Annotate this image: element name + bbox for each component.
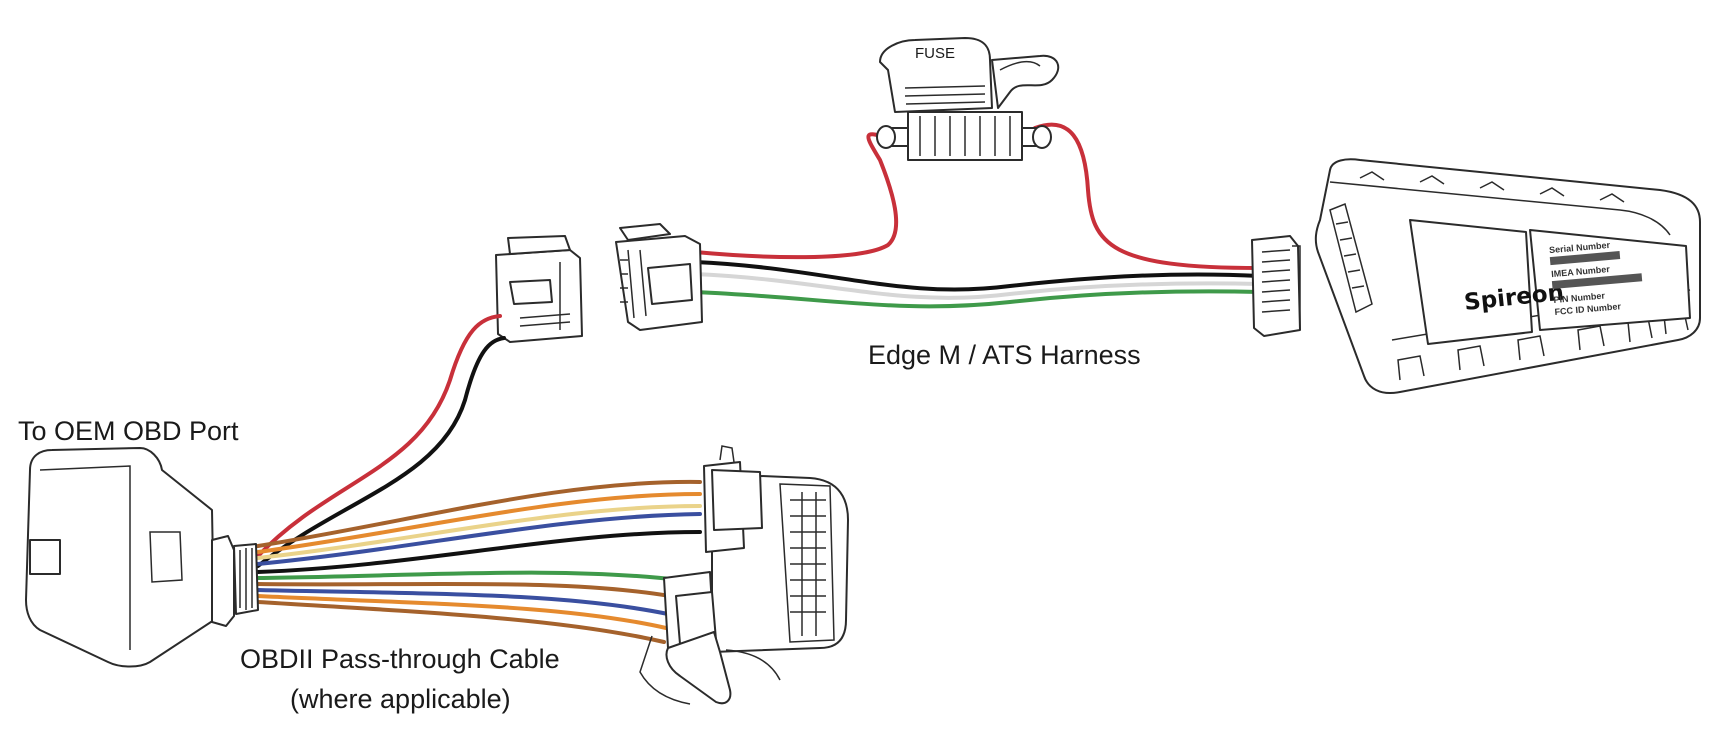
bundle-blue-1	[256, 512, 702, 566]
bundle-brown-1	[256, 479, 702, 548]
bundle-black-1	[256, 530, 702, 574]
black-ground-wire	[693, 260, 1262, 292]
harness-wires	[693, 122, 1262, 309]
passthrough-male-connector	[495, 235, 583, 343]
red-power-wire	[693, 132, 902, 260]
oem-port-label: To OEM OBD Port	[18, 416, 239, 446]
bundle-brown-3	[256, 600, 666, 644]
bundle-orange-2	[256, 594, 668, 630]
sticker-pin: PIN Number	[1553, 290, 1606, 304]
bundle-green-1	[256, 570, 682, 582]
black-tap-wire	[256, 336, 506, 568]
green-wire	[693, 289, 1262, 309]
passthrough-obd-connector	[639, 445, 849, 705]
passthrough-label-line2: (where applicable)	[290, 684, 511, 714]
passthrough-wires	[256, 314, 702, 644]
red-tap-wire	[256, 314, 502, 558]
passthrough-label-line1: OBDII Pass-through Cable	[240, 644, 560, 674]
white-wire	[693, 272, 1262, 300]
fuse-label: FUSE	[915, 45, 955, 62]
oem-obd-plug	[25, 447, 259, 668]
spireon-device: Spireon Serial Number IMEA Number PIN Nu…	[1251, 158, 1701, 394]
bundle-yellow-1	[256, 504, 702, 560]
harness-label: Edge M / ATS Harness	[868, 340, 1141, 370]
bundle-orange-1	[256, 492, 702, 554]
harness-female-connector	[615, 223, 703, 331]
bundle-blue-2	[256, 588, 670, 616]
red-fuse-to-device-wire	[1033, 122, 1262, 270]
fuse-holder: FUSE	[876, 37, 1060, 161]
bundle-brown-2	[256, 581, 672, 598]
